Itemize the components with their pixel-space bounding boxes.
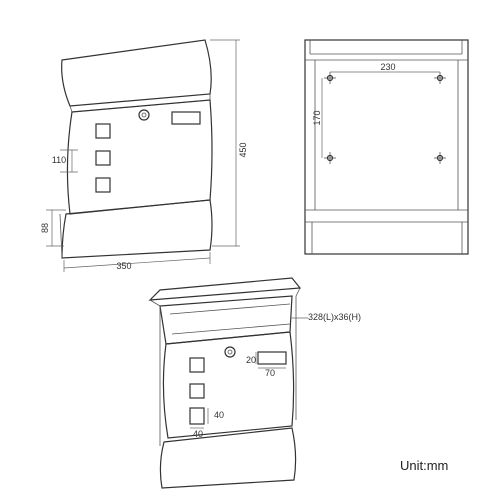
front-lid — [61, 39, 212, 107]
front-square-2 — [95, 150, 111, 166]
dim-slot-label: 328(L)x36(H) — [308, 312, 361, 322]
unit-label: Unit:mm — [400, 458, 448, 473]
back-outline — [304, 39, 469, 255]
open-slot-area — [159, 295, 293, 345]
dim-40h-label: 40 — [214, 410, 224, 420]
open-body — [162, 331, 295, 439]
dim-88-label: 88 — [40, 223, 50, 233]
front-bottom-side — [59, 213, 63, 259]
open-lock-core — [227, 349, 233, 355]
front-lid-edge — [69, 94, 211, 113]
dim-20-label: 20 — [246, 355, 256, 365]
mount-hole-bl — [324, 152, 336, 164]
dim-350-line — [63, 257, 211, 269]
mount-hole-tr — [434, 72, 446, 84]
front-square-3 — [95, 177, 111, 193]
front-name-window — [171, 111, 201, 125]
front-lock-icon — [138, 109, 150, 121]
dim-70-label: 70 — [265, 368, 275, 378]
dim-40w-label: 40 — [193, 429, 203, 439]
open-lid-left-edge — [149, 299, 161, 307]
open-square-1 — [189, 357, 205, 373]
open-lid-right-edge — [295, 287, 301, 297]
open-square-3 — [189, 407, 205, 425]
dim-110-label: 110 — [52, 155, 66, 165]
front-square-1 — [95, 123, 111, 139]
dim-230-label: 230 — [380, 62, 395, 72]
open-view: 328(L)x36(H) 20 70 40 40 — [148, 277, 361, 489]
dim-450-label: 450 — [238, 142, 248, 157]
open-lid — [148, 277, 302, 301]
open-name-window — [257, 351, 287, 365]
dim-350-label: 350 — [116, 261, 131, 271]
dim-170-label: 170 — [312, 110, 322, 125]
open-square-2 — [189, 383, 205, 399]
open-slot-line-bottom — [171, 323, 291, 335]
front-bottom — [61, 199, 213, 259]
mount-hole-br — [434, 152, 446, 164]
front-lock-core — [141, 112, 147, 118]
open-slot-line-top — [169, 303, 291, 315]
front-view: 450 110 88 350 — [40, 39, 248, 272]
open-lock-icon — [224, 346, 236, 358]
open-bottom — [159, 427, 297, 489]
mount-hole-tl — [324, 72, 336, 84]
back-view: 230 170 — [304, 39, 469, 255]
